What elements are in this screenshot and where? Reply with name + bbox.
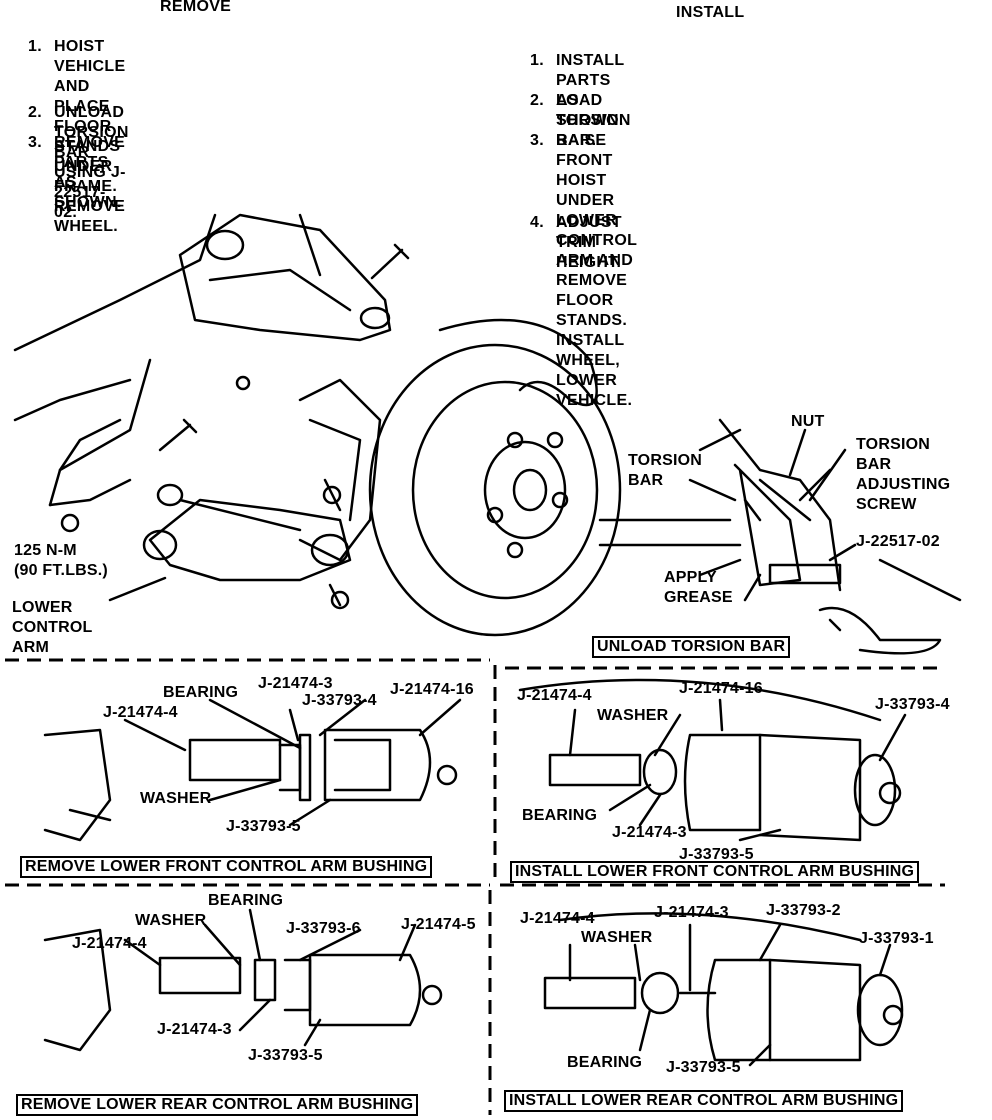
ir-j-33793-5-label: J-33793-5: [666, 1059, 741, 1076]
lower-control-arm-label: LOWER CONTROL ARM: [12, 599, 93, 656]
remove-rear-bushing-caption: REMOVE LOWER REAR CONTROL ARM BUSHING: [16, 1094, 419, 1116]
rr-j-33793-5-label: J-33793-5: [248, 1047, 323, 1064]
install-heading: INSTALL: [676, 4, 745, 21]
install-front-bushing-drawing: [518, 678, 907, 842]
ir-bearing-label: BEARING: [567, 1054, 643, 1071]
rr-washer-label: WASHER: [135, 912, 207, 929]
ir-j-21474-3-label: J-21474-3: [654, 904, 729, 921]
unload-torsion-bar-drawing: [598, 418, 962, 655]
apply-grease-label: APPLY GREASE: [664, 569, 733, 606]
suspension-assembly-drawing: [13, 213, 622, 637]
install-front-bushing-caption: INSTALL LOWER FRONT CONTROL ARM BUSHING: [510, 861, 920, 883]
rr-j-33793-6-label: J-33793-6: [286, 920, 361, 937]
rr-j-21474-3-label: J-21474-3: [157, 1021, 232, 1038]
if-bearing-label: BEARING: [522, 807, 598, 824]
rf-bearing-label: BEARING: [163, 684, 239, 701]
if-j-33793-5-label: J-33793-5: [679, 846, 754, 863]
ir-j-21474-4-label: J-21474-4: [520, 910, 595, 927]
if-j-21474-4-label: J-21474-4: [517, 687, 592, 704]
ir-j-33793-1-label: J-33793-1: [859, 930, 934, 947]
rr-j-21474-4-label: J-21474-4: [72, 935, 147, 952]
rr-j-21474-5-label: J-21474-5: [401, 916, 476, 933]
rf-j-21474-16-label: J-21474-16: [390, 681, 474, 698]
install-rear-bushing-drawing: [543, 912, 904, 1067]
remove-front-bushing-drawing: [43, 698, 462, 842]
tool-j-22517-02-label: J-22517-02: [856, 533, 940, 550]
install-rear-bushing-caption: INSTALL LOWER REAR CONTROL ARM BUSHING: [504, 1090, 904, 1112]
unload-torsion-bar-caption: UNLOAD TORSION BAR: [592, 636, 791, 658]
rf-j-33793-5-label: J-33793-5: [226, 818, 301, 835]
rr-bearing-label: BEARING: [208, 892, 284, 909]
rf-washer-label: WASHER: [140, 790, 212, 807]
rf-j-33793-4-label: J-33793-4: [302, 692, 377, 709]
remove-heading: REMOVE: [160, 0, 232, 15]
torque-spec-label: 125 N-M (90 FT.LBS.): [14, 542, 108, 579]
ir-j-33793-2-label: J-33793-2: [766, 902, 841, 919]
rf-j-21474-3-label: J-21474-3: [258, 675, 333, 692]
if-j-33793-4-label: J-33793-4: [875, 696, 950, 713]
rf-j-21474-4-label: J-21474-4: [103, 704, 178, 721]
ir-washer-label: WASHER: [581, 929, 653, 946]
torsion-bar-label: TORSION BAR: [628, 452, 703, 489]
if-washer-label: WASHER: [597, 707, 669, 724]
if-j-21474-16-label: J-21474-16: [679, 680, 763, 697]
if-j-21474-3-label: J-21474-3: [612, 824, 687, 841]
adjusting-screw-label: TORSION BAR ADJUSTING SCREW: [856, 436, 951, 513]
remove-front-bushing-caption: REMOVE LOWER FRONT CONTROL ARM BUSHING: [20, 856, 433, 878]
remove-rear-bushing-drawing: [43, 908, 443, 1052]
nut-label: NUT: [791, 413, 825, 430]
